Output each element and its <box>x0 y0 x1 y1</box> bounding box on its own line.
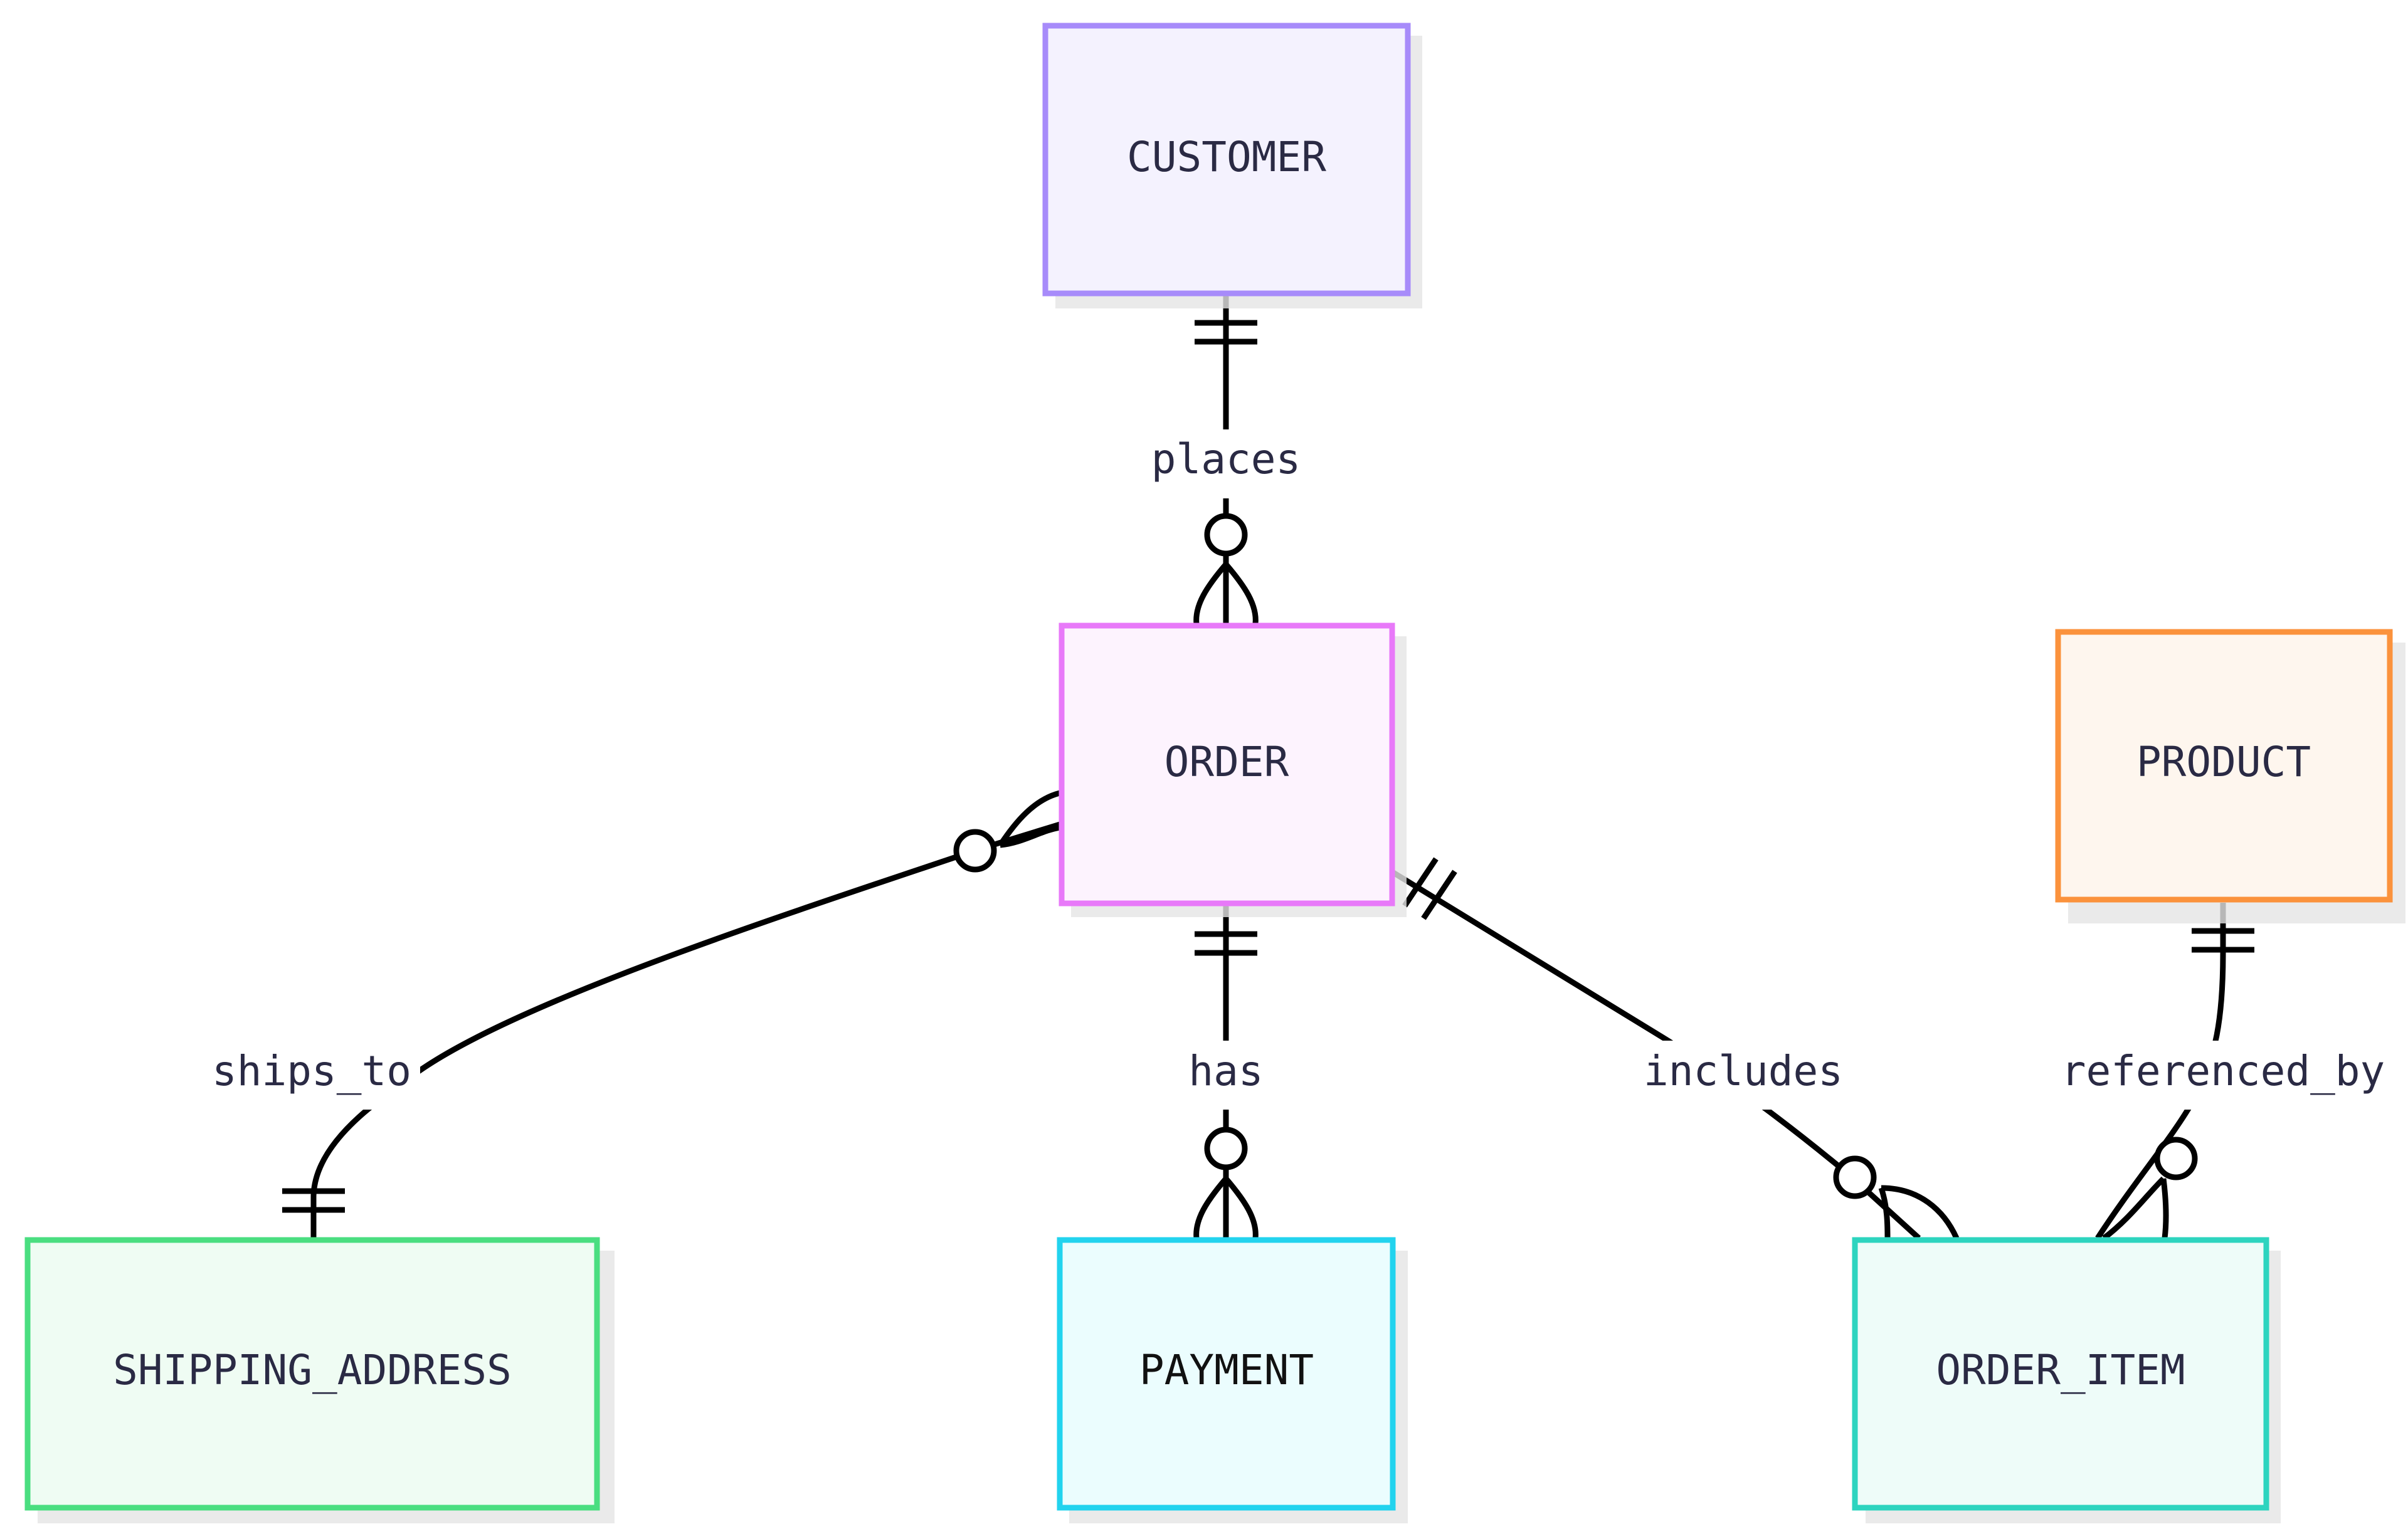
relationship-label-ships-to: ships_to <box>212 1047 411 1095</box>
label-bg-referenced-by <box>2054 1041 2392 1110</box>
label-bg-has <box>1166 1041 1286 1110</box>
entity-shipping-address[interactable]: SHIPPING_ADDRESS <box>24 1237 615 1523</box>
entity-label-product: PRODUCT <box>2136 738 2311 786</box>
label-bg-places <box>1141 429 1311 498</box>
entity-label-order: ORDER <box>1164 738 1289 786</box>
edge-ships-to <box>282 790 1061 1238</box>
entity-label-customer: CUSTOMER <box>1127 133 1326 181</box>
entity-label-shipping-address: SHIPPING_ADDRESS <box>113 1346 512 1394</box>
relationship-label-places: places <box>1151 435 1301 483</box>
label-bg-ships-to <box>207 1041 420 1110</box>
relationship-label-referenced-by: referenced_by <box>2061 1047 2385 1095</box>
entity-order[interactable]: ORDER <box>1059 623 1407 917</box>
edge-has <box>1193 906 1259 1239</box>
entity-label-payment: PAYMENT <box>1139 1346 1314 1394</box>
entity-product[interactable]: PRODUCT <box>2055 629 2405 923</box>
relationship-label-has: has <box>1188 1047 1263 1095</box>
entity-order-item[interactable]: ORDER_ITEM <box>1852 1237 2281 1523</box>
entity-customer[interactable]: CUSTOMER <box>1042 23 1422 308</box>
label-bg-includes <box>1643 1041 1844 1110</box>
relationship-label-includes: includes <box>1644 1047 1843 1095</box>
entity-payment[interactable]: PAYMENT <box>1057 1237 1408 1523</box>
entity-label-order-item: ORDER_ITEM <box>1936 1346 2185 1394</box>
